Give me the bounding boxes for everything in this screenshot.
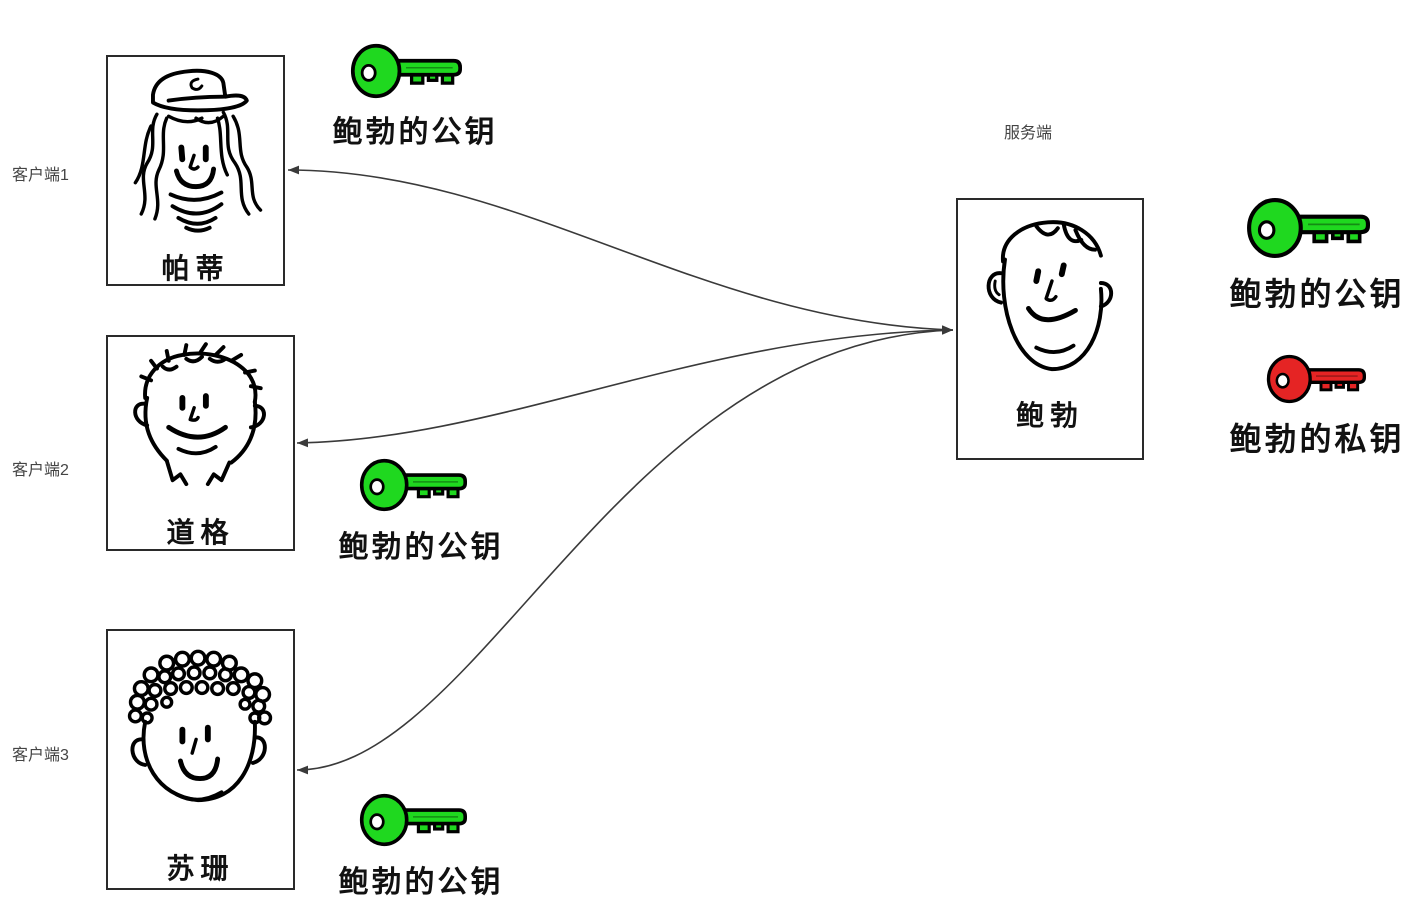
- face-outline: [1001, 257, 1104, 372]
- right-eye: [1058, 262, 1067, 278]
- face-outline: [141, 719, 257, 803]
- right-ear: [1098, 281, 1114, 309]
- client1-key-label: 鲍勃的公钥: [332, 115, 498, 150]
- client3-key-label: 鲍勃的公钥: [338, 865, 504, 900]
- nose: [190, 737, 198, 755]
- mouth: [166, 424, 228, 440]
- nose: [188, 153, 200, 171]
- mouth: [1026, 306, 1078, 323]
- face-icon: [127, 649, 273, 803]
- left-ear-inner: [993, 279, 1001, 297]
- left-ear: [133, 401, 150, 428]
- client2-label: 客户端2: [12, 462, 69, 479]
- client1-label: 客户端1: [12, 167, 69, 184]
- key-icon: [1246, 197, 1370, 259]
- left-eye: [1033, 268, 1042, 284]
- curly-hair: [127, 649, 273, 726]
- client3-name: 苏珊: [166, 852, 235, 885]
- chin: [176, 444, 218, 456]
- face-icon: [133, 342, 266, 487]
- hair: [139, 342, 263, 404]
- right-ear: [250, 735, 267, 765]
- server-name: 鲍勃: [1015, 399, 1084, 432]
- client3-label: 客户端3: [12, 747, 69, 764]
- client1-name: 帕蒂: [161, 252, 230, 285]
- chin: [1034, 343, 1076, 354]
- client1-box: 帕蒂: [106, 55, 285, 286]
- cap: [151, 68, 249, 113]
- client2-key-label: 鲍勃的公钥: [338, 530, 504, 565]
- client2-box: 道格: [106, 335, 295, 551]
- nose: [1044, 279, 1058, 302]
- hair: [133, 110, 263, 221]
- hair: [1001, 220, 1103, 264]
- face-icon: [133, 68, 263, 233]
- server-public-key-label: 鲍勃的公钥: [1229, 275, 1405, 313]
- server-private-key-label: 鲍勃的私钥: [1229, 420, 1405, 458]
- left-ear: [130, 737, 148, 767]
- face-left: [143, 396, 169, 463]
- left-eye: [178, 144, 186, 163]
- key-icon: [350, 42, 462, 100]
- mouth: [173, 166, 217, 190]
- connector-client1-server: [287, 165, 954, 335]
- face-icon: [986, 220, 1114, 372]
- client3-box: 苏珊: [106, 629, 295, 890]
- nose: [188, 406, 200, 422]
- key-icon: [358, 793, 468, 847]
- key-icon: [1261, 354, 1371, 404]
- left-ear: [986, 271, 1004, 305]
- chin: [174, 790, 224, 802]
- client2-name: 道格: [166, 516, 235, 549]
- face-right: [229, 399, 258, 465]
- chin: [168, 190, 224, 233]
- server-label: 服务端: [1004, 125, 1053, 142]
- right-ear: [248, 403, 266, 430]
- key-icon: [358, 458, 468, 512]
- neck: [164, 458, 232, 487]
- server-box: 鲍勃: [956, 198, 1144, 460]
- mouth: [177, 756, 221, 782]
- connector-client3-server: [296, 326, 954, 775]
